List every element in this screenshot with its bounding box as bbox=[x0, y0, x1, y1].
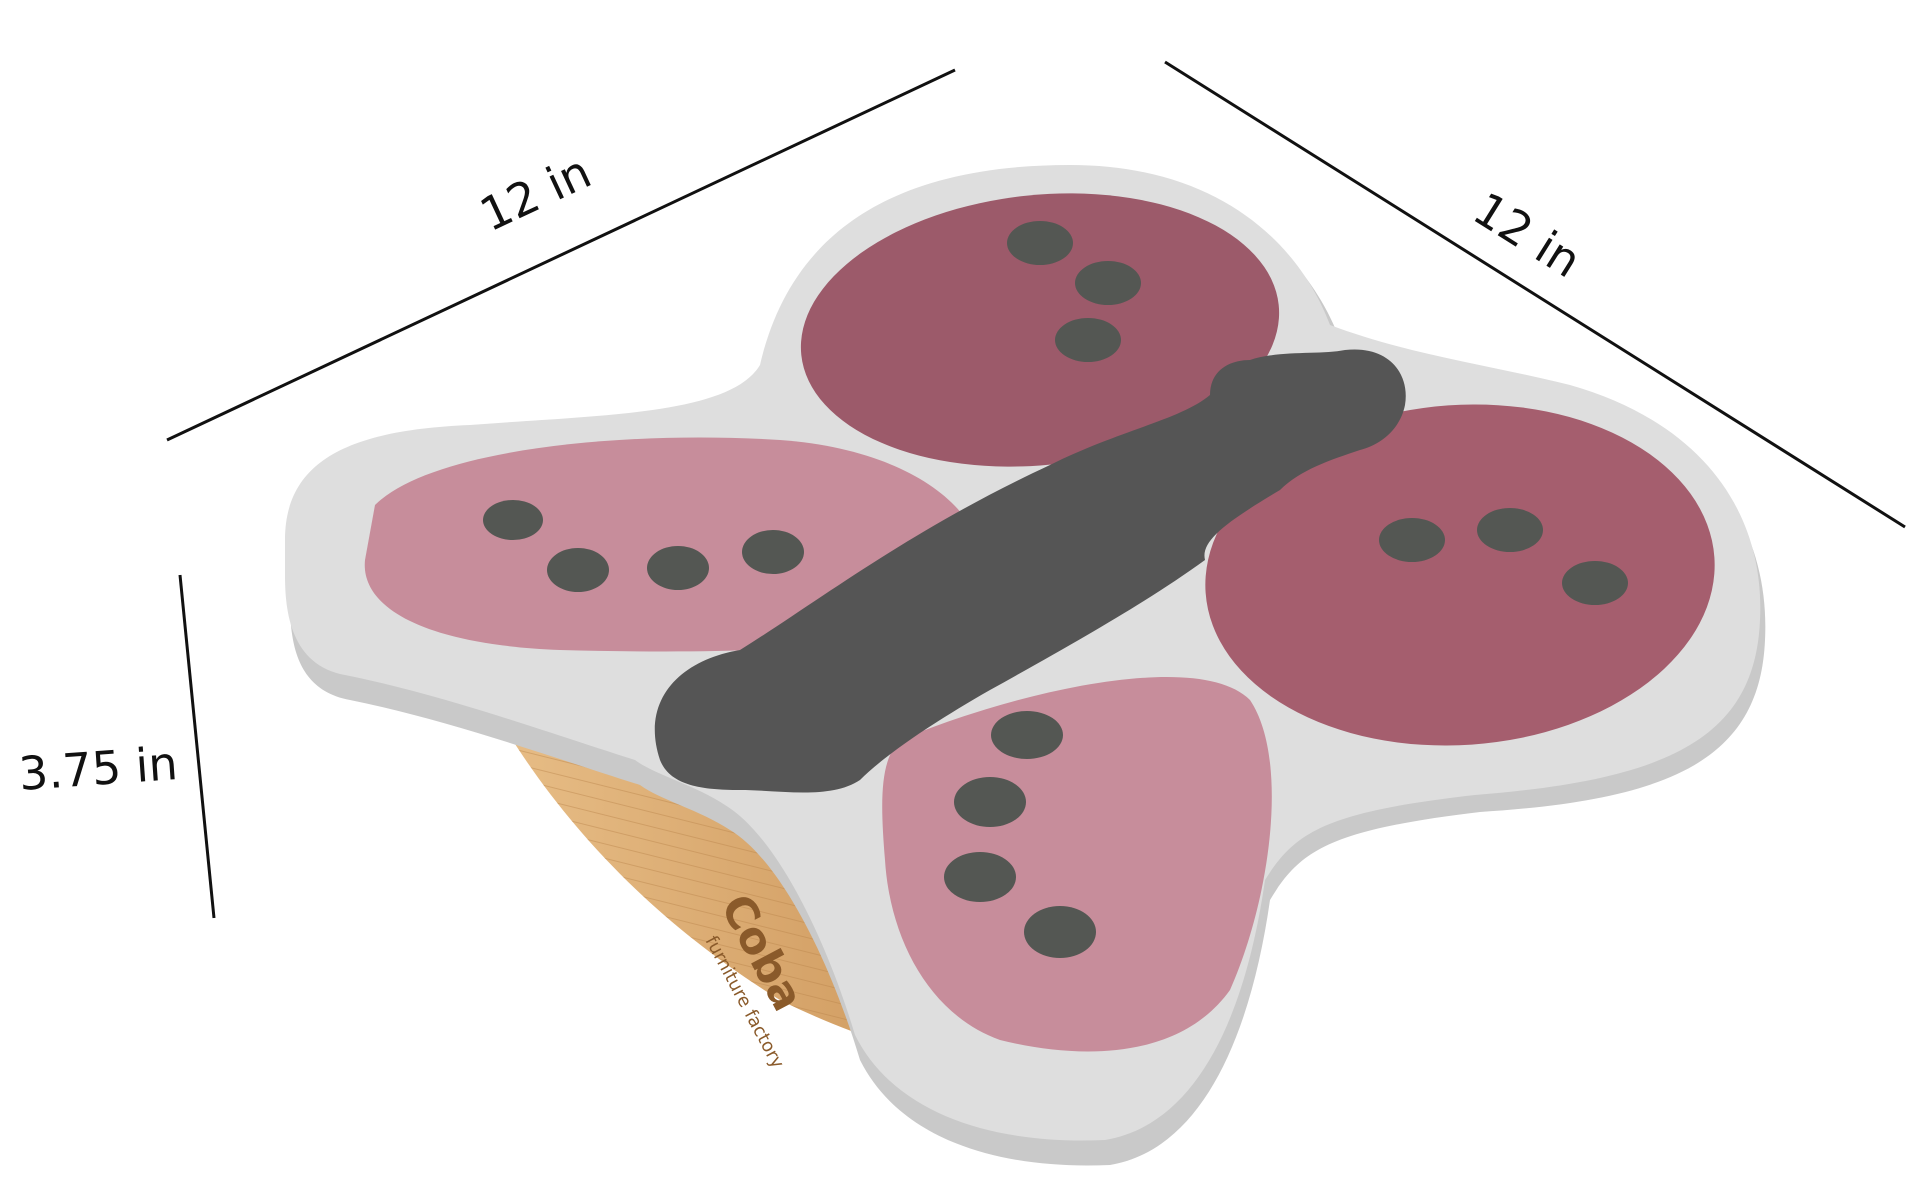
wing-dot bbox=[1024, 906, 1096, 958]
wing-dot bbox=[742, 530, 804, 574]
wing-dot bbox=[647, 546, 709, 590]
height-dimension-label: 3.75 in bbox=[17, 736, 179, 801]
depth-dimension-label: 12 in bbox=[1464, 182, 1590, 289]
wing-upper-right bbox=[1205, 404, 1715, 746]
wing-dot bbox=[954, 777, 1026, 827]
wing-dot bbox=[483, 500, 543, 540]
wing-dot bbox=[944, 852, 1016, 902]
wing-dot bbox=[1379, 518, 1445, 562]
wing-dot bbox=[547, 548, 609, 592]
wing-dot bbox=[1562, 561, 1628, 605]
wing-dot bbox=[991, 711, 1063, 759]
wing-upper-top bbox=[800, 193, 1280, 467]
butterfly-body bbox=[654, 349, 1406, 793]
wing-dot bbox=[1075, 261, 1141, 305]
dots-left-wing bbox=[483, 500, 804, 592]
width-dimension-label: 12 in bbox=[472, 144, 599, 242]
depth-dimension-line bbox=[1164, 60, 1906, 529]
dots-bottom-wing bbox=[944, 711, 1096, 958]
wing-dot bbox=[1055, 318, 1121, 362]
wing-lower-bottom bbox=[882, 677, 1272, 1052]
wing-dot bbox=[1477, 508, 1543, 552]
wing-dot bbox=[1007, 221, 1073, 265]
width-dimension-line bbox=[166, 68, 956, 442]
height-dimension-line bbox=[178, 574, 216, 919]
dots-right-wing bbox=[1379, 508, 1628, 605]
dots-top-wing bbox=[1007, 221, 1141, 362]
